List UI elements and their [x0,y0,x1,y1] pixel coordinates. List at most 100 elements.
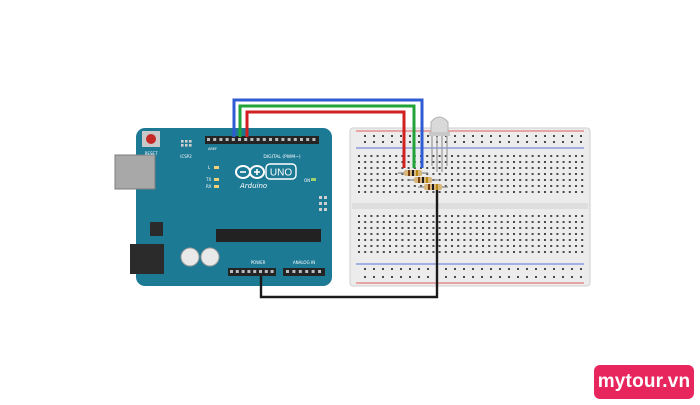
breadboard-hole [364,135,366,137]
breadboard-hole [506,155,509,157]
breadboard-hole [426,167,429,169]
breadboard-hole [482,251,484,253]
header-pin [293,138,297,141]
breadboard-hole [562,173,565,175]
header-pin [185,144,188,147]
rgb-led [429,116,450,172]
breadboard-hole [389,245,391,247]
breadboard-hole [395,227,398,229]
breadboard-hole [426,173,429,175]
breadboard-hole [382,227,385,229]
breadboard-hole [370,191,373,193]
breadboard-hole [475,233,478,235]
breadboard-hole [537,161,540,163]
breadboard-hole [537,227,540,229]
breadboard-hole [407,227,410,229]
breadboard-hole [544,268,546,270]
breadboard-hole [519,155,522,157]
breadboard-hole [531,167,534,169]
breadboard-hole [519,185,522,187]
breadboard-hole [519,221,522,223]
breadboard-hole [382,141,384,143]
breadboard-hole [420,239,422,241]
header-pin [225,138,229,141]
breadboard-hole [457,161,460,163]
breadboard-hole [550,161,553,163]
breadboard-hole [475,251,478,253]
breadboard-hole [488,239,491,241]
breadboard-hole [544,185,546,187]
breadboard-hole [562,268,564,270]
breadboard-hole [550,173,553,175]
breadboard-hole [370,233,373,235]
breadboard-hole [370,227,373,229]
breadboard-hole [499,276,501,278]
breadboard-hole [457,233,460,235]
breadboard-hole [358,161,360,163]
breadboard-hole [506,185,509,187]
breadboard-hole [395,161,398,163]
breadboard-hole [508,141,510,143]
breadboard-hole [506,251,509,253]
breadboard-hole [420,245,422,247]
breadboard-hole [517,268,519,270]
breadboard-hole [575,245,577,247]
breadboard-hole [389,251,391,253]
header-pin [275,138,279,141]
arduino-logo-icon [235,165,265,179]
header-pin [256,138,260,141]
breadboard-hole [370,173,373,175]
breadboard-hole [426,251,429,253]
breadboard-hole [376,161,379,163]
breadboard-hole [513,215,515,217]
breadboard-hole [494,245,497,247]
breadboard-hole [401,239,404,241]
breadboard-hole [407,191,410,193]
breadboard-hole [418,135,420,137]
breadboard-hole [581,173,584,175]
breadboard-hole [550,185,553,187]
breadboard-hole [488,179,491,181]
breadboard-hole [475,245,478,247]
breadboard-hole [500,191,503,193]
breadboard-hole [535,268,537,270]
breadboard-hole [444,155,447,157]
header-pin [319,202,322,205]
breadboard-hole [568,239,571,241]
breadboard-hole [438,233,441,235]
breadboard-hole [537,233,540,235]
breadboard-hole [391,276,393,278]
breadboard-hole [358,251,360,253]
breadboard-hole [537,239,540,241]
breadboard-hole [463,191,466,193]
tx-label: TX [205,177,211,182]
breadboard-hole [513,167,515,169]
analog-label: ANALOG IN [293,260,315,265]
breadboard-hole [525,233,528,235]
header-pin [189,144,192,147]
breadboard-hole [407,215,410,217]
arduino-board: RESET ICSP2 DIGITAL (PWM~) AREF UNO Ardu… [114,128,332,286]
breadboard-hole [395,245,398,247]
breadboard-hole [451,173,453,175]
breadboard-hole [553,276,555,278]
breadboard-hole [525,155,528,157]
breadboard-hole [445,276,447,278]
breadboard-hole [575,233,577,235]
breadboard-hole [575,215,577,217]
breadboard-hole [457,251,460,253]
breadboard-hole [494,179,497,181]
breadboard-hole [499,141,501,143]
breadboard-hole [364,173,367,175]
breadboard-hole [370,245,373,247]
breadboard-hole [358,173,360,175]
icsp2-label: ICSP2 [180,154,192,159]
breadboard-hole [488,191,491,193]
breadboard-hole [376,155,379,157]
breadboard-hole [454,268,456,270]
breadboard-hole [482,233,484,235]
resistor-2 [408,177,438,183]
breadboard-hole [568,227,571,229]
brand-label: Arduino [239,182,267,190]
header-pin [292,270,296,273]
